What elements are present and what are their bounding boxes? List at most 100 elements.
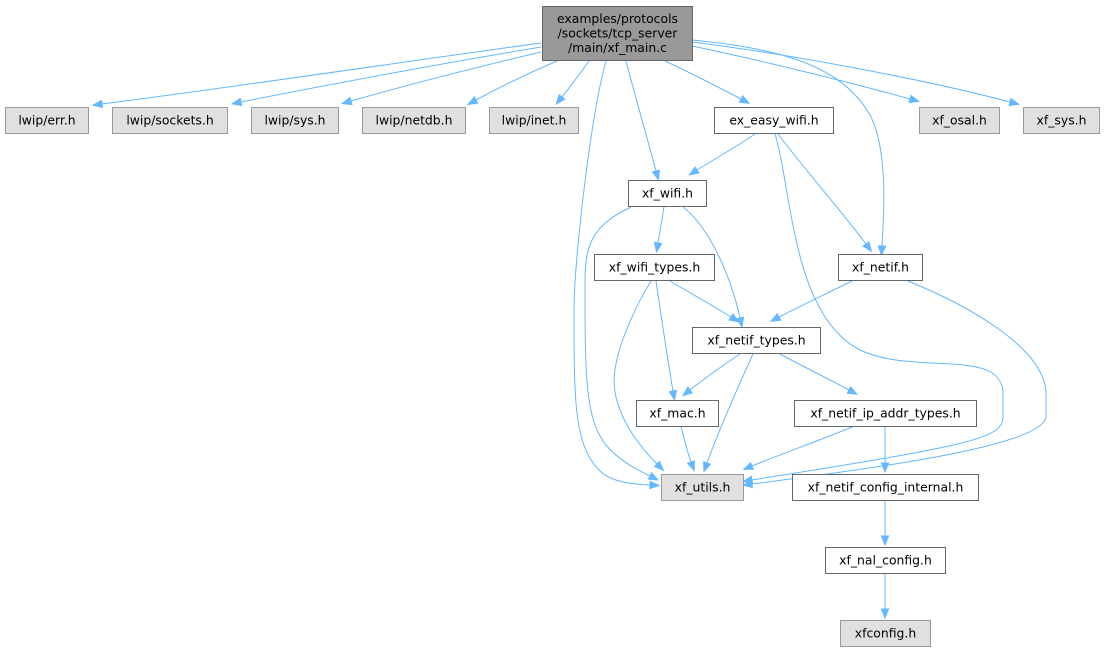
node-label: xf_netif_types.h — [707, 333, 805, 348]
arrowhead-icon — [703, 461, 712, 473]
arrowhead-icon — [230, 97, 243, 107]
node-xf-nal-config[interactable]: xf_nal_config.h — [825, 547, 946, 574]
arrowhead-icon — [741, 479, 753, 489]
node-lwip-sys: lwip/sys.h — [251, 107, 339, 134]
arrowhead-icon — [846, 385, 859, 395]
node-label: xf_utils.h — [675, 480, 731, 495]
node-label: xf_wifi_types.h — [609, 260, 700, 275]
edge-xf_wifi-to-xf_utils — [584, 206, 660, 481]
edge-root-to-xf_sys — [691, 41, 1020, 107]
edge-line — [573, 60, 651, 486]
edge-line — [689, 353, 741, 391]
edge-line — [655, 280, 674, 392]
arrowhead-icon — [769, 312, 782, 322]
edge-line — [475, 60, 558, 101]
edge-line — [625, 60, 657, 172]
edge-root-to-lwip_sockets — [230, 46, 542, 107]
edge-root-to-lwip_sys — [341, 51, 542, 106]
node-box — [1023, 107, 1100, 134]
arrowhead-icon — [880, 608, 890, 620]
edge-line — [664, 60, 742, 100]
edge-ex_easy_wifi-to-xf_netif — [777, 133, 873, 253]
node-lwip-inet: lwip/inet.h — [489, 107, 579, 134]
node-xf-netif-config-internal[interactable]: xf_netif_config_internal.h — [792, 474, 979, 501]
arrowhead-icon — [686, 460, 695, 472]
node-label: xf_mac.h — [649, 406, 705, 421]
edge-xf_netif_types-to-xf_mac — [681, 353, 741, 397]
node-xf-netif-types[interactable]: xf_netif_types.h — [692, 327, 821, 354]
node-box — [251, 107, 339, 134]
node-label: /sockets/tcp_server — [558, 26, 679, 41]
edge-xf_netif_types-to-xf_netif_ip_addr_types — [779, 353, 859, 395]
edge-line — [777, 133, 867, 245]
node-ex-easy-wifi[interactable]: ex_easy_wifi.h — [714, 107, 834, 134]
edge-xf_netif_types-to-xf_utils — [703, 353, 754, 473]
edge-line — [680, 426, 692, 463]
node-box — [362, 107, 466, 134]
arrowhead-icon — [735, 316, 745, 329]
arrowhead-icon — [688, 166, 700, 176]
edge-xf_netif_ip_addr_types-to-xf_utils — [742, 426, 853, 470]
nodes-layer: examples/protocols/sockets/tcp_server/ma… — [5, 6, 1100, 647]
arrowhead-icon — [555, 93, 566, 106]
arrowhead-icon — [91, 99, 104, 109]
node-box — [628, 180, 707, 207]
node-label: xf_nal_config.h — [839, 553, 932, 568]
edge-xf_wifi-to-xf_wifi_types — [653, 206, 665, 254]
edge-line — [101, 42, 542, 105]
arrowhead-icon — [653, 241, 663, 254]
edge-line — [613, 280, 658, 465]
edge-line — [584, 206, 651, 477]
edge-root-to-xf_wifi — [625, 60, 661, 181]
node-lwip-netdb: lwip/netdb.h — [362, 107, 466, 134]
node-xf-mac[interactable]: xf_mac.h — [636, 400, 719, 427]
edge-xf_wifi_types-to-xf_utils — [613, 280, 665, 472]
node-label: /main/xf_main.c — [568, 40, 667, 55]
arrowhead-icon — [649, 480, 661, 490]
node-xf-osal: xf_osal.h — [919, 107, 1000, 134]
node-xfconfig: xfconfig.h — [840, 620, 931, 647]
edge-line — [691, 39, 885, 247]
node-label: ex_easy_wifi.h — [729, 113, 818, 128]
edge-root-to-lwip_err — [91, 42, 542, 109]
edge-line — [751, 133, 1004, 481]
edge-line — [691, 45, 911, 100]
edge-line — [706, 353, 754, 464]
edge-xf_netif_config_internal-to-xf_nal_config — [880, 500, 890, 547]
node-label: xf_netif_config_internal.h — [808, 480, 964, 495]
node-box — [840, 620, 931, 647]
edge-root-to-lwip_inet — [555, 60, 590, 106]
node-label: xf_sys.h — [1037, 113, 1087, 128]
node-box — [794, 400, 977, 427]
arrowhead-icon — [466, 95, 479, 105]
edge-root-to-xf_utils — [573, 60, 661, 490]
edge-line — [691, 41, 1011, 103]
arrowhead-icon — [877, 245, 887, 257]
edge-xf_netif-to-xf_utils — [741, 280, 1047, 489]
edge-line — [240, 46, 542, 103]
node-box — [692, 327, 821, 354]
arrowhead-icon — [651, 169, 661, 181]
node-box — [594, 254, 715, 281]
node-xf-netif-ip-addr-types[interactable]: xf_netif_ip_addr_types.h — [794, 400, 977, 427]
arrowhead-icon — [653, 460, 665, 472]
arrowhead-icon — [728, 313, 740, 323]
node-box — [542, 6, 693, 61]
node-xf-netif[interactable]: xf_netif.h — [838, 254, 923, 281]
edge-line — [779, 353, 850, 391]
node-xf-wifi-types[interactable]: xf_wifi_types.h — [594, 254, 715, 281]
edge-xf_mac-to-xf_utils — [680, 426, 695, 472]
arrowhead-icon — [341, 96, 353, 106]
edge-xf_nal_config-to-xfconfig — [880, 573, 890, 620]
edge-xf_wifi-to-xf_netif_types — [682, 206, 745, 329]
edge-line — [561, 60, 590, 98]
edge-line — [751, 280, 1047, 485]
node-label: xf_wifi.h — [642, 186, 693, 201]
edge-root-to-xf_osal — [691, 45, 920, 104]
node-label: lwip/sys.h — [264, 113, 325, 128]
node-box — [5, 107, 89, 134]
node-label: lwip/err.h — [18, 113, 75, 128]
edge-root-to-lwip_netdb — [466, 60, 558, 105]
node-xf-wifi[interactable]: xf_wifi.h — [628, 180, 707, 207]
